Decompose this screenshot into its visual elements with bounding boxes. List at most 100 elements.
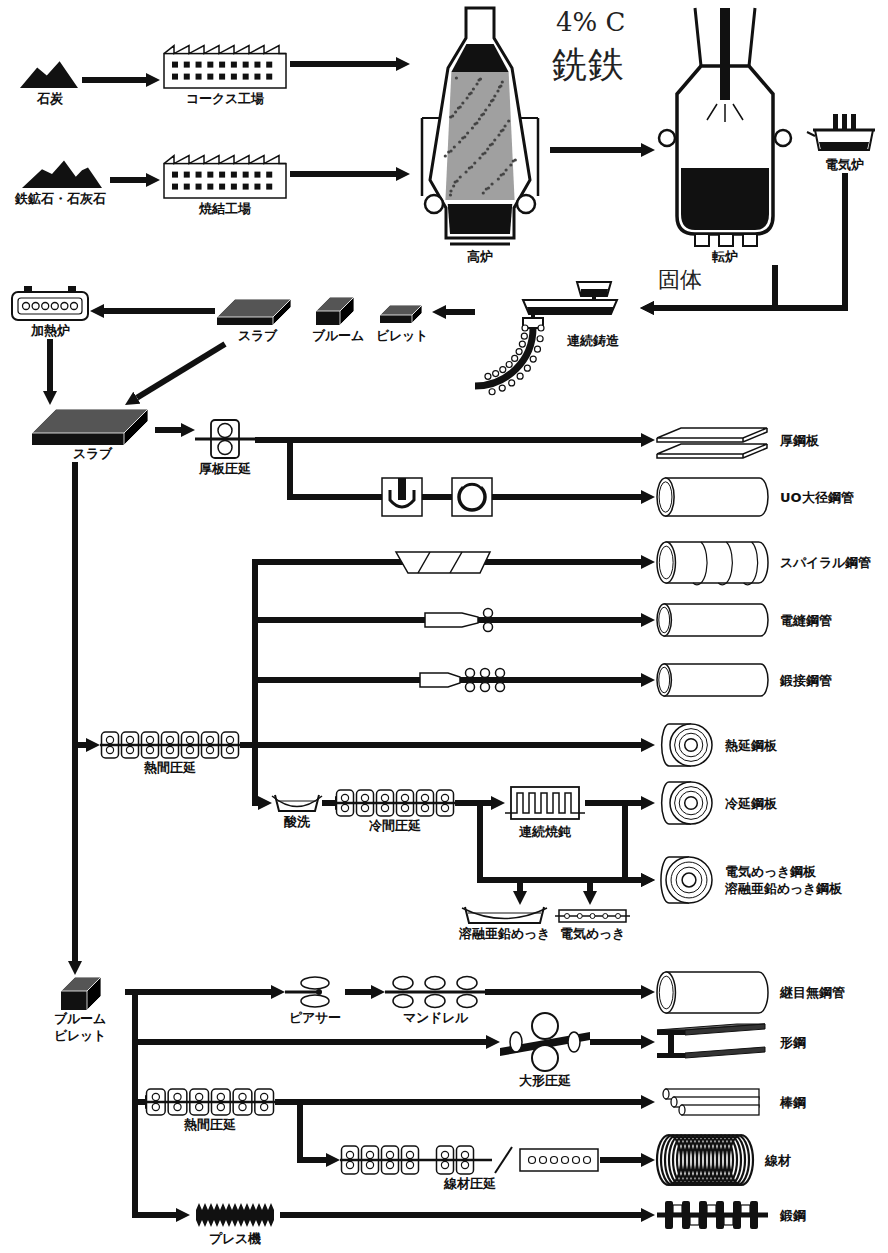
icon-part — [519, 341, 525, 347]
icon-part — [699, 1201, 707, 1229]
icon-part — [671, 1097, 677, 1107]
icon-part — [254, 74, 260, 80]
icon-part — [532, 1013, 558, 1039]
icon-part — [278, 801, 316, 802]
raw-material: 鉄鉱石・石灰石 — [10, 158, 110, 207]
treatment-process: 溶融亜鉛めっき — [456, 905, 553, 942]
icon-part — [562, 1157, 569, 1164]
icon-part — [146, 746, 153, 753]
icon-part — [517, 195, 535, 213]
icon-part — [716, 1201, 724, 1229]
icon-part — [851, 114, 856, 130]
product: 電気めっき鋼板溶融亜鉛めっき鋼板 — [655, 855, 842, 905]
icon-part — [430, 8, 530, 238]
icon-part — [207, 172, 213, 178]
icon-part — [666, 857, 712, 903]
icon-part — [659, 546, 673, 579]
icon-part — [217, 1103, 224, 1110]
icon-part — [657, 664, 671, 696]
icon-part — [459, 175, 462, 178]
icon-part — [393, 977, 413, 990]
icon-part — [32, 433, 124, 445]
icon-part — [682, 1105, 759, 1115]
flow-arrow — [125, 992, 486, 1042]
icon-part — [452, 184, 455, 187]
icon-part — [448, 204, 513, 234]
flow-arrow — [585, 803, 625, 891]
icon-part — [466, 131, 469, 134]
icon-part — [500, 367, 506, 373]
icon-part — [366, 1151, 373, 1158]
icon-part — [685, 1024, 765, 1035]
icon-part — [456, 179, 459, 182]
product: 鍛鋼 — [655, 1195, 806, 1235]
icon-part — [261, 1103, 268, 1110]
icon-part — [172, 184, 178, 190]
icon-part — [449, 193, 452, 196]
icon-part — [386, 1151, 393, 1158]
node-label: 電気めっき鋼板 — [725, 863, 816, 880]
icon-part — [340, 1159, 420, 1162]
icon-part — [218, 424, 232, 438]
process-illustration — [655, 476, 770, 518]
icon-part — [341, 794, 348, 801]
icon-part — [807, 132, 815, 136]
process-illustration — [655, 970, 770, 1015]
flow-arrow — [240, 742, 641, 748]
node-label: 鉄鉱石・石灰石 — [15, 190, 106, 207]
icon-part — [12, 292, 88, 320]
icon-part — [172, 172, 178, 178]
product: 鍛接鋼管 — [655, 662, 832, 698]
icon-part — [449, 189, 452, 192]
icon-part — [675, 787, 708, 820]
icon-part — [470, 91, 473, 94]
icon-part — [657, 478, 674, 516]
rolling-process: 厚板圧延 — [195, 418, 255, 477]
rolling-process: 冷間圧延 — [335, 789, 455, 834]
icon-part — [406, 1151, 413, 1158]
icon-part — [32, 303, 39, 310]
icon-part — [616, 914, 621, 919]
handwritten-note: 銑鉄 — [552, 45, 624, 85]
flow-arrow — [125, 989, 271, 995]
rolling-process: マンドレル — [385, 975, 485, 1026]
treatment-process: 電気めっき — [555, 905, 630, 942]
icon-part — [676, 867, 702, 893]
icon-part — [833, 114, 838, 130]
process-illustration — [655, 722, 715, 768]
process-illustration — [655, 780, 715, 826]
node-label: 厚板圧延 — [199, 460, 251, 477]
icon-part — [461, 1151, 468, 1158]
icon-part — [449, 149, 452, 152]
semi-product: ブルーム ビレット — [35, 975, 125, 1044]
product: 形鋼 — [655, 1022, 806, 1062]
icon-part — [219, 62, 225, 68]
node-label: 継目無鋼管 — [780, 984, 845, 1001]
icon-part — [465, 907, 544, 923]
node-label: スパイラル鋼管 — [780, 554, 871, 571]
icon-part — [266, 184, 272, 190]
icon-part — [530, 356, 536, 362]
icon-part — [523, 300, 617, 314]
flow-arrow — [72, 462, 78, 961]
icon-part — [501, 80, 504, 83]
process-illustration — [160, 148, 290, 200]
semi-product: ビレット — [372, 295, 432, 344]
icon-part — [707, 1205, 716, 1213]
icon-part — [493, 94, 496, 97]
icon-part — [473, 161, 476, 164]
label-column: 鍛接鋼管 — [780, 672, 832, 689]
icon-part — [466, 96, 469, 99]
icon-part — [707, 104, 743, 122]
rolling-process: 線材圧延 — [340, 1145, 600, 1192]
icon-part — [659, 607, 670, 633]
icon-part — [42, 303, 49, 310]
node-label: ビレット — [376, 327, 428, 344]
node-label: 棒鋼 — [780, 1094, 806, 1111]
process-illustration — [655, 1195, 770, 1235]
node-label: 熱間圧延 — [184, 1116, 236, 1133]
label-column: 継目無鋼管 — [780, 984, 845, 1001]
node-label: 高炉 — [467, 248, 493, 265]
label-column: 線材 — [765, 1152, 791, 1169]
icon-part — [172, 74, 178, 80]
